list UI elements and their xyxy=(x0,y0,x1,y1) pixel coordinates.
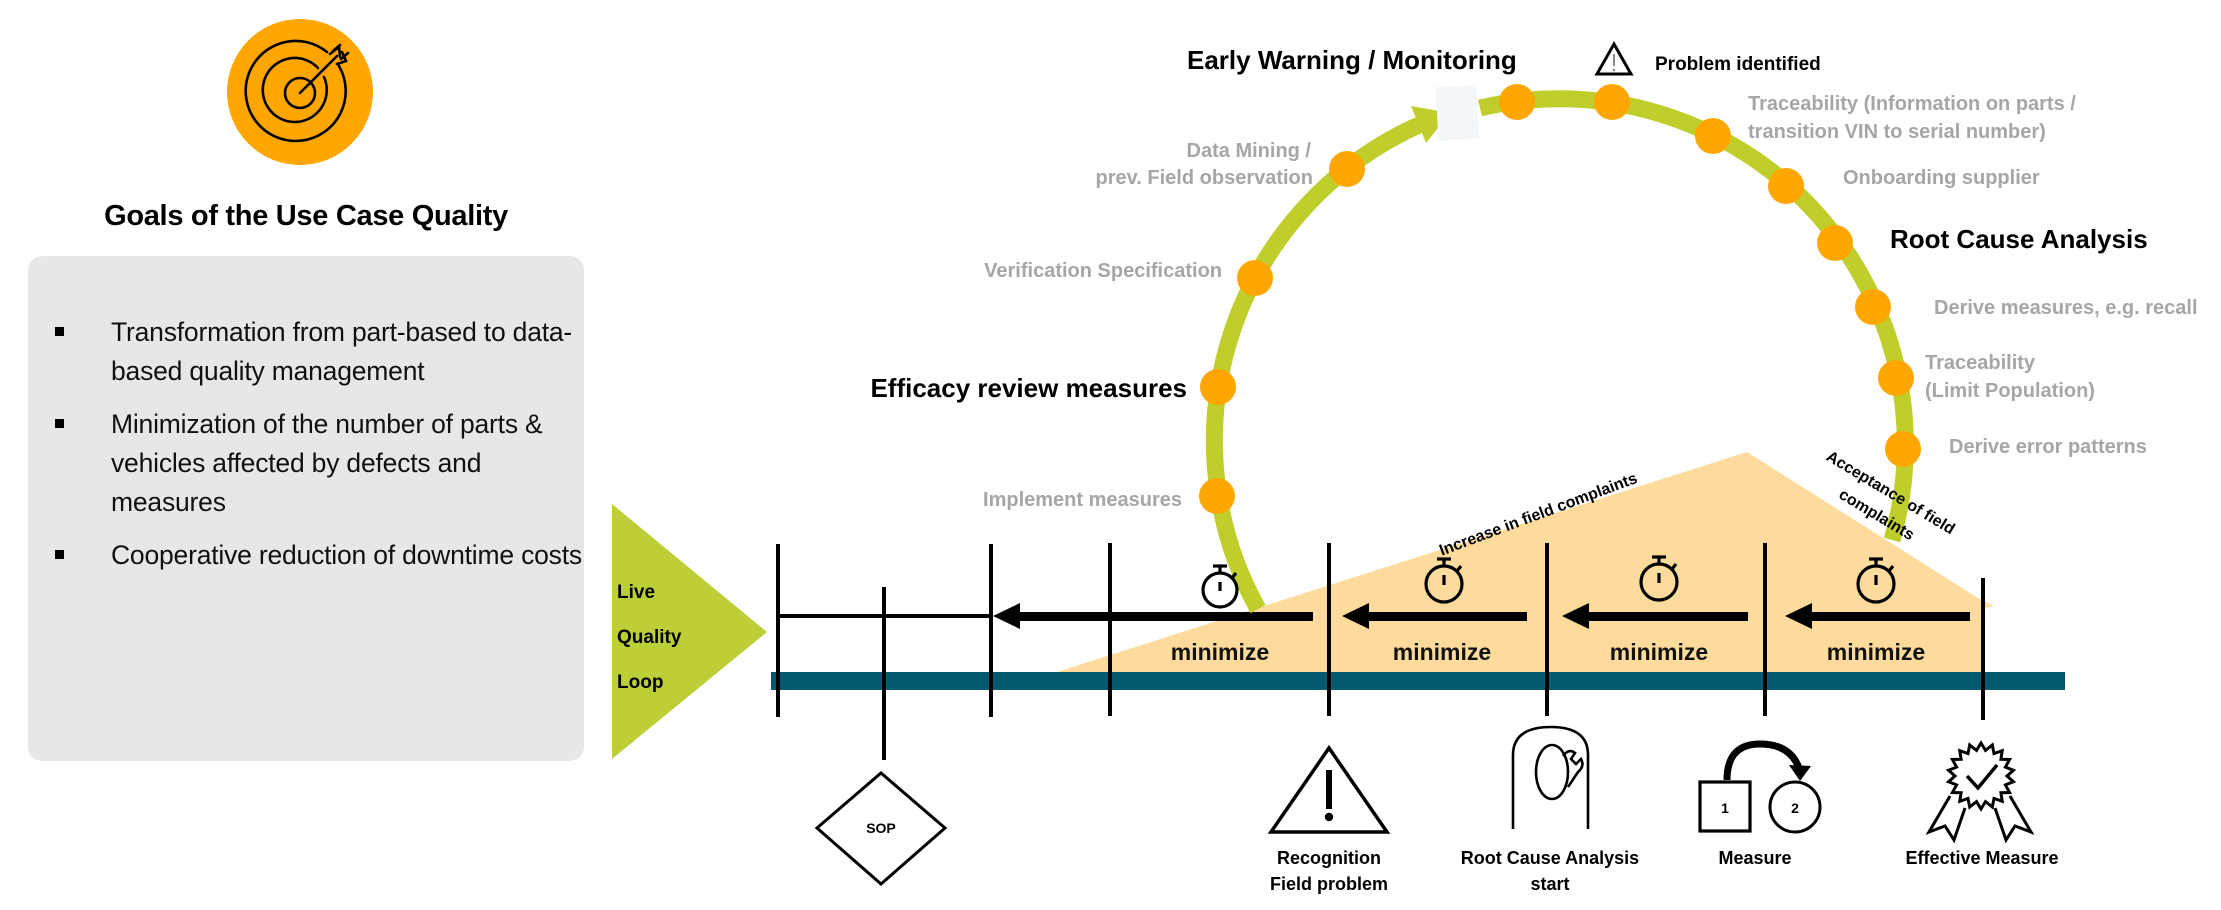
milestone-recognition: Recognition Field problem xyxy=(1267,744,1391,894)
step-label-implement: Implement measures xyxy=(983,489,1182,511)
minimize-label: minimize xyxy=(1827,639,1925,665)
live-quality-loop-triangle xyxy=(612,504,767,759)
stopwatch-icon xyxy=(1856,557,1896,604)
step-label-traceability-limit: Traceability xyxy=(1925,352,2036,374)
goal-badge xyxy=(227,19,373,165)
arrow-left-icon xyxy=(1342,603,1369,629)
loop-label-loop: Loop xyxy=(617,672,663,693)
timeline-bar xyxy=(771,672,2065,690)
step-label-traceability-vin: transition VIN to serial number) xyxy=(1748,121,2046,143)
arrow-left-icon xyxy=(1562,603,1589,629)
minimize-arrow xyxy=(993,603,1313,629)
minimize-label: minimize xyxy=(1171,639,1269,665)
step-number: 2 xyxy=(1791,800,1799,816)
award-check-icon xyxy=(1925,740,2035,844)
sop-label: SOP xyxy=(866,820,896,836)
minimize-label: minimize xyxy=(1393,639,1491,665)
goal-item-text: Cooperative reduction of downtime costs xyxy=(111,540,582,570)
step-label-verification: Verification Specification xyxy=(984,260,1222,282)
loop-arc-left xyxy=(1205,117,1423,614)
stopwatch-icon xyxy=(1201,564,1239,609)
step-dot-verification xyxy=(1237,260,1273,296)
milestone-measure: 1 2 Measure xyxy=(1698,740,1822,868)
step-number: 1 xyxy=(1721,800,1729,816)
step-label-onboarding: Onboarding supplier xyxy=(1843,167,2040,189)
step-dot-traceability-limit xyxy=(1878,360,1914,396)
minimize-label: minimize xyxy=(1610,639,1708,665)
step-dot-root-cause xyxy=(1817,225,1853,261)
warning-triangle-icon xyxy=(1267,744,1391,834)
step-label-derive-patterns: Derive error patterns xyxy=(1949,436,2147,458)
goal-item-text: Minimization of the number of parts & ve… xyxy=(111,409,543,517)
step-dot-implement xyxy=(1199,478,1235,514)
milestone-label: start xyxy=(1530,874,1569,894)
loop-label-live: Live xyxy=(617,582,655,603)
award-seal-shape xyxy=(1945,740,2017,812)
loop-step-dots xyxy=(1199,84,1921,514)
minimize-arrows xyxy=(993,603,1970,629)
goals-title: Goals of the Use Case Quality xyxy=(104,200,508,232)
goals-panel: Goals of the Use Case Quality Transforma… xyxy=(0,0,600,910)
milestone-label: Field problem xyxy=(1270,874,1388,894)
step-label-limit-population: (Limit Population) xyxy=(1925,380,2095,402)
phase-root-cause: Root Cause Analysis xyxy=(1890,224,2148,254)
arrow-left-icon xyxy=(993,603,1020,629)
stopwatch-icons xyxy=(1201,555,1896,609)
milestone-lines xyxy=(776,543,1985,760)
step-label-traceability-info: Traceability (Information on parts / xyxy=(1748,93,2076,115)
milestone-label: Effective Measure xyxy=(1905,848,2058,868)
minimize-arrow xyxy=(1562,603,1748,629)
step-dot-onboarding xyxy=(1768,168,1804,204)
target-arrow-icon xyxy=(244,39,350,143)
arrow-left-icon xyxy=(1785,603,1812,629)
step-dot-data-mining xyxy=(1329,151,1365,187)
bullet-square-icon xyxy=(55,419,64,428)
step-dot-problem-identified xyxy=(1594,84,1630,120)
step-label-field-observation: prev. Field observation xyxy=(1096,167,1313,189)
person-wrench-icon xyxy=(1511,725,1590,829)
goals-list: Transformation from part-based to data-b… xyxy=(28,313,584,589)
milestone-label: Root Cause Analysis xyxy=(1461,848,1639,868)
milestone-label: Recognition xyxy=(1277,848,1381,868)
goal-item: Transformation from part-based to data-b… xyxy=(28,313,584,391)
loop-gap-marker xyxy=(1435,84,1480,142)
milestone-effective: Effective Measure xyxy=(1905,740,2059,868)
step-dot-derive-measures xyxy=(1855,289,1891,325)
step-label-data-mining: Data Mining / xyxy=(1187,140,1312,162)
goal-item: Minimization of the number of parts & ve… xyxy=(28,405,584,522)
sop-diamond-icon xyxy=(814,771,948,886)
warning-triangle-icon xyxy=(1594,40,1634,76)
minimize-arrow xyxy=(1785,603,1970,629)
goal-item-text: Transformation from part-based to data-b… xyxy=(111,317,573,386)
bullet-square-icon xyxy=(55,550,64,559)
measure-steps-icon: 1 2 xyxy=(1698,740,1822,834)
step-dot-derive-patterns xyxy=(1885,431,1921,467)
milestone-sop: SOP xyxy=(814,771,948,886)
goals-box: Transformation from part-based to data-b… xyxy=(28,256,584,761)
step-dot-efficacy xyxy=(1200,369,1236,405)
phase-efficacy-review: Efficacy review measures xyxy=(870,373,1187,403)
minimize-arrow xyxy=(1342,603,1527,629)
milestone-root-cause: Root Cause Analysis start xyxy=(1461,725,1639,894)
bullet-square-icon xyxy=(55,327,64,336)
stopwatch-icon xyxy=(1639,555,1679,602)
phase-early-warning: Early Warning / Monitoring xyxy=(1187,45,1517,75)
step-dot-traceability-info xyxy=(1695,118,1731,154)
phase-problem-identified: Problem identified xyxy=(1655,54,1821,75)
loop-label-quality: Quality xyxy=(617,627,682,648)
goal-item: Cooperative reduction of downtime costs xyxy=(28,536,584,575)
step-label-derive-measures: Derive measures, e.g. recall xyxy=(1934,297,2198,319)
step-dot-early-warning xyxy=(1499,84,1535,120)
milestone-label: Measure xyxy=(1718,848,1791,868)
stopwatch-icon xyxy=(1424,557,1464,604)
